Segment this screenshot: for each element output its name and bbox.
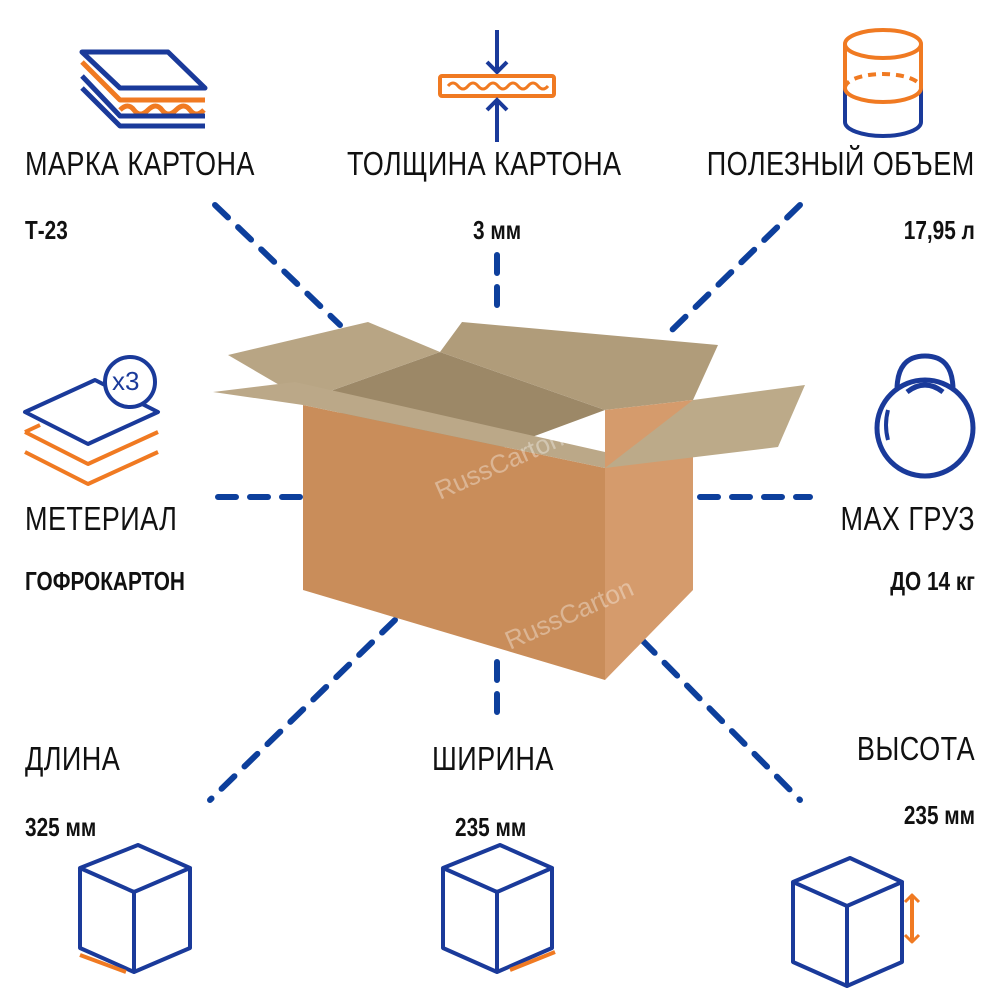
connector-line [669,202,803,333]
connector-line [639,637,803,803]
cardboard-box-image: RussCarton RussCarton [213,322,805,680]
thickness-label: ТОЛЩИНА КАРТОНА [347,145,622,182]
connector-line [207,617,398,803]
grade-label: МАРКА КАРТОНА [25,145,255,182]
cube-length-icon [78,843,192,974]
grade-value: Т-23 [25,215,68,245]
material-layers-badge: x3 [112,366,140,396]
material-value: ГОФРОКАРТОН [25,566,185,596]
volume-value: 17,95 л [903,215,975,245]
height-label: ВЫСОТА [856,730,975,767]
width-value: 235 мм [455,812,527,842]
connector-lines [207,202,813,803]
cube-height-icon [791,856,921,988]
height-value: 235 мм [903,800,975,830]
cardboard-layers-icon [79,49,208,129]
max-load-label: MAX ГРУЗ [840,500,975,537]
material-label: МЕТЕРИАЛ [25,500,178,537]
kettlebell-icon [874,353,976,479]
volume-label: ПОЛЕЗНЫЙ ОБЪЕМ [707,145,975,182]
cube-width-icon [441,843,556,974]
thickness-value: 3 мм [473,215,522,245]
length-value: 325 мм [25,812,97,842]
width-label: ШИРИНА [432,740,554,777]
cylinder-volume-icon [843,28,923,138]
sheets-icon [23,355,160,486]
connector-line [212,202,343,328]
thickness-icon [438,30,556,142]
length-label: ДЛИНА [25,740,121,777]
max-load-value: ДО 14 кг [890,566,975,596]
